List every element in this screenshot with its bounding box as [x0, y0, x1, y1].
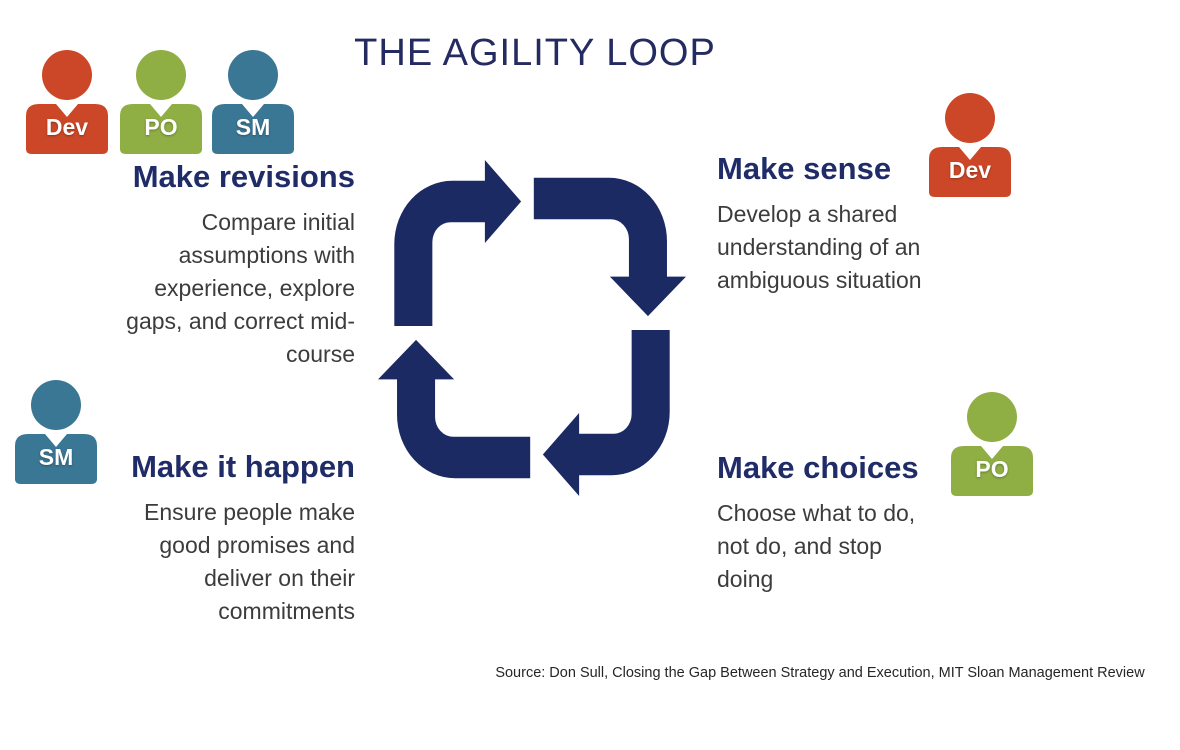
person-role-label: PO: [144, 114, 178, 140]
loop-arrows-icon: [378, 160, 686, 496]
person-role-label: PO: [975, 456, 1009, 482]
loop-arrow-top-right-icon: [533, 177, 686, 317]
quadrant-body-line: commitments: [218, 598, 355, 624]
person-icon-sm: SM: [212, 48, 294, 154]
page-title: THE AGILITY LOOP: [354, 32, 716, 74]
person-head-icon: [945, 93, 995, 143]
agility-loop-cycle-diagram: [378, 160, 686, 496]
quadrant-body-line: deliver on their: [204, 565, 355, 591]
quadrant-body-line: ambiguous situation: [717, 267, 922, 293]
quadrant-body-line: understanding of an: [717, 234, 921, 260]
quadrant-body-line: assumptions with: [178, 242, 355, 268]
quadrant-body-line: gaps, and correct mid-: [126, 308, 355, 334]
person-role-label: Dev: [948, 157, 992, 183]
loop-arrow-top-left-icon: [394, 160, 522, 327]
person-icon-dev: Dev: [26, 48, 108, 154]
quadrant-body-line: Develop a shared: [717, 201, 898, 227]
quadrant-heading: Make sense: [717, 151, 892, 186]
quadrant-make-revisions: Make revisions Compare initial assumptio…: [95, 158, 355, 371]
loop-arrow-bottom-right-icon: [542, 329, 670, 496]
quadrant-body-line: not do, and stop: [717, 533, 882, 559]
quadrant-body-line: good promises and: [159, 532, 355, 558]
person-icon-po: PO: [120, 48, 202, 154]
quadrant-make-choices: Make choices Choose what to do, not do, …: [717, 449, 1007, 596]
person-icon-dev-make-sense: Dev: [929, 91, 1011, 197]
quadrant-heading: Make it happen: [131, 449, 355, 484]
person-head-icon: [967, 392, 1017, 442]
quadrant-body-line: Ensure people make: [144, 499, 355, 525]
person-role-label: Dev: [45, 114, 89, 140]
quadrant-make-sense: Make sense Develop a shared understandin…: [717, 150, 1007, 297]
quadrant-heading: Make choices: [717, 450, 919, 485]
person-head-icon: [228, 50, 278, 100]
person-head-icon: [136, 50, 186, 100]
quadrant-heading: Make revisions: [132, 159, 355, 194]
quadrant-make-it-happen: Make it happen Ensure people make good p…: [95, 448, 355, 628]
loop-arrow-bottom-left-icon: [378, 339, 531, 479]
person-body-icon: [120, 104, 202, 154]
quadrant-body-line: Compare initial: [201, 209, 355, 235]
person-body-icon: [26, 104, 108, 154]
person-body-icon: [212, 104, 294, 154]
person-icon-sm-make-it-happen: SM: [15, 378, 97, 484]
quadrant-body-line: experience, explore: [154, 275, 355, 301]
person-role-label: SM: [38, 444, 74, 470]
quadrant-body-line: course: [285, 341, 355, 367]
person-head-icon: [31, 380, 81, 430]
person-body-icon: [929, 147, 1011, 197]
person-role-label: SM: [235, 114, 271, 140]
quadrant-body-line: doing: [717, 566, 774, 592]
person-icon-po-make-choices: PO: [951, 390, 1033, 496]
person-body-icon: [15, 434, 97, 484]
source-citation: Source: Don Sull, Closing the Gap Betwee…: [495, 665, 1145, 681]
person-head-icon: [42, 50, 92, 100]
person-body-icon: [951, 446, 1033, 496]
quadrant-body-line: Choose what to do,: [717, 500, 916, 526]
